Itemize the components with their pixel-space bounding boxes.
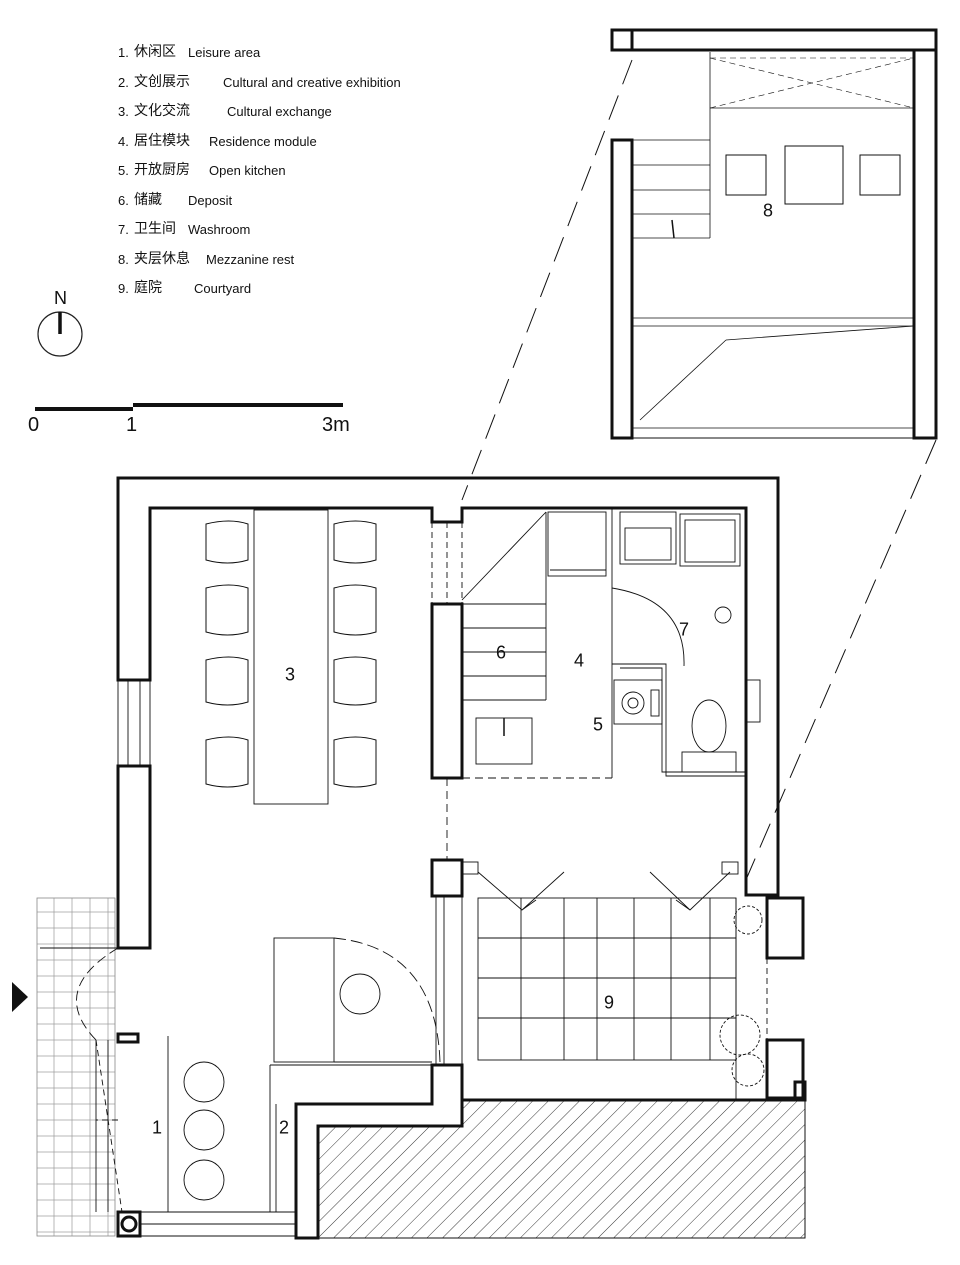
chairs <box>205 520 377 788</box>
leader-line <box>461 59 633 501</box>
hatched-ground <box>317 1099 806 1239</box>
scale-bar <box>35 403 343 411</box>
room-label-8: 8 <box>762 200 774 221</box>
scale-label: 3m <box>322 414 350 436</box>
scale-label: 1 <box>126 414 138 436</box>
room-label-9: 9 <box>603 992 615 1013</box>
room-label-4: 4 <box>573 650 585 671</box>
room-label-6: 6 <box>495 642 507 663</box>
leader-line <box>744 439 937 883</box>
mezzanine-detail <box>610 28 938 440</box>
north-label: N <box>54 288 67 308</box>
room-label-1: 1 <box>151 1117 163 1138</box>
room-label-7: 7 <box>678 619 690 640</box>
north-arrow <box>37 311 83 357</box>
room-label-2: 2 <box>278 1117 290 1138</box>
entrance-arrow-icon <box>12 982 28 1012</box>
interior-lines <box>40 508 768 1237</box>
room-label-3: 3 <box>284 664 296 685</box>
scale-label: 0 <box>28 414 40 436</box>
brick-paving <box>36 897 116 1237</box>
room-label-5: 5 <box>592 714 604 735</box>
